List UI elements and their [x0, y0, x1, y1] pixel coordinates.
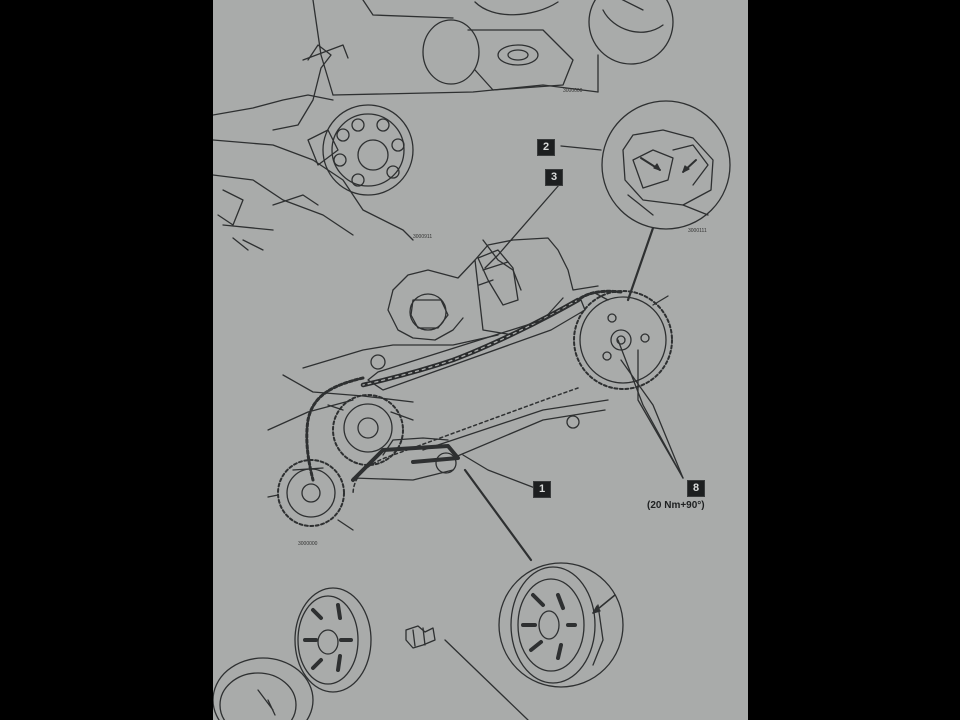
- tensioner-bolt: [435, 249, 519, 474]
- svg-text:3000111: 3000111: [688, 228, 707, 234]
- leader-lines: [444, 145, 684, 720]
- callout-2: 2: [537, 139, 555, 156]
- lower-inset-sprocket: [498, 562, 624, 688]
- upper-left-inset-sprocket: 3000911: [213, 44, 432, 251]
- svg-text:3000000: 3000000: [563, 88, 583, 94]
- crankshaft-sprocket: 3000000: [267, 459, 354, 547]
- engine-outline: [267, 237, 609, 481]
- intermediate-sprocket: [327, 394, 414, 466]
- callout-1: 1: [533, 481, 551, 498]
- crank-pulley: [294, 587, 436, 693]
- svg-text:3000911: 3000911: [413, 234, 432, 240]
- chain-guide: [351, 299, 586, 482]
- top-inset-camshaft: 3000000: [312, 0, 674, 96]
- lower-left-cover: [213, 657, 314, 720]
- timing-chain-diagram: 3000000 3000911 3000111: [213, 0, 731, 720]
- diagram-sheet: 3000000 3000911 3000111: [213, 0, 748, 720]
- camshaft-sprocket-main: [573, 290, 673, 390]
- timing-chain: [305, 289, 623, 496]
- torque-specification: (20 Nm+90°): [647, 500, 705, 511]
- svg-text:3000000: 3000000: [298, 541, 318, 547]
- detail-inset-tensioner: 3000111: [601, 100, 731, 302]
- callout-3: 3: [545, 169, 563, 186]
- callout-8: 8: [687, 480, 705, 497]
